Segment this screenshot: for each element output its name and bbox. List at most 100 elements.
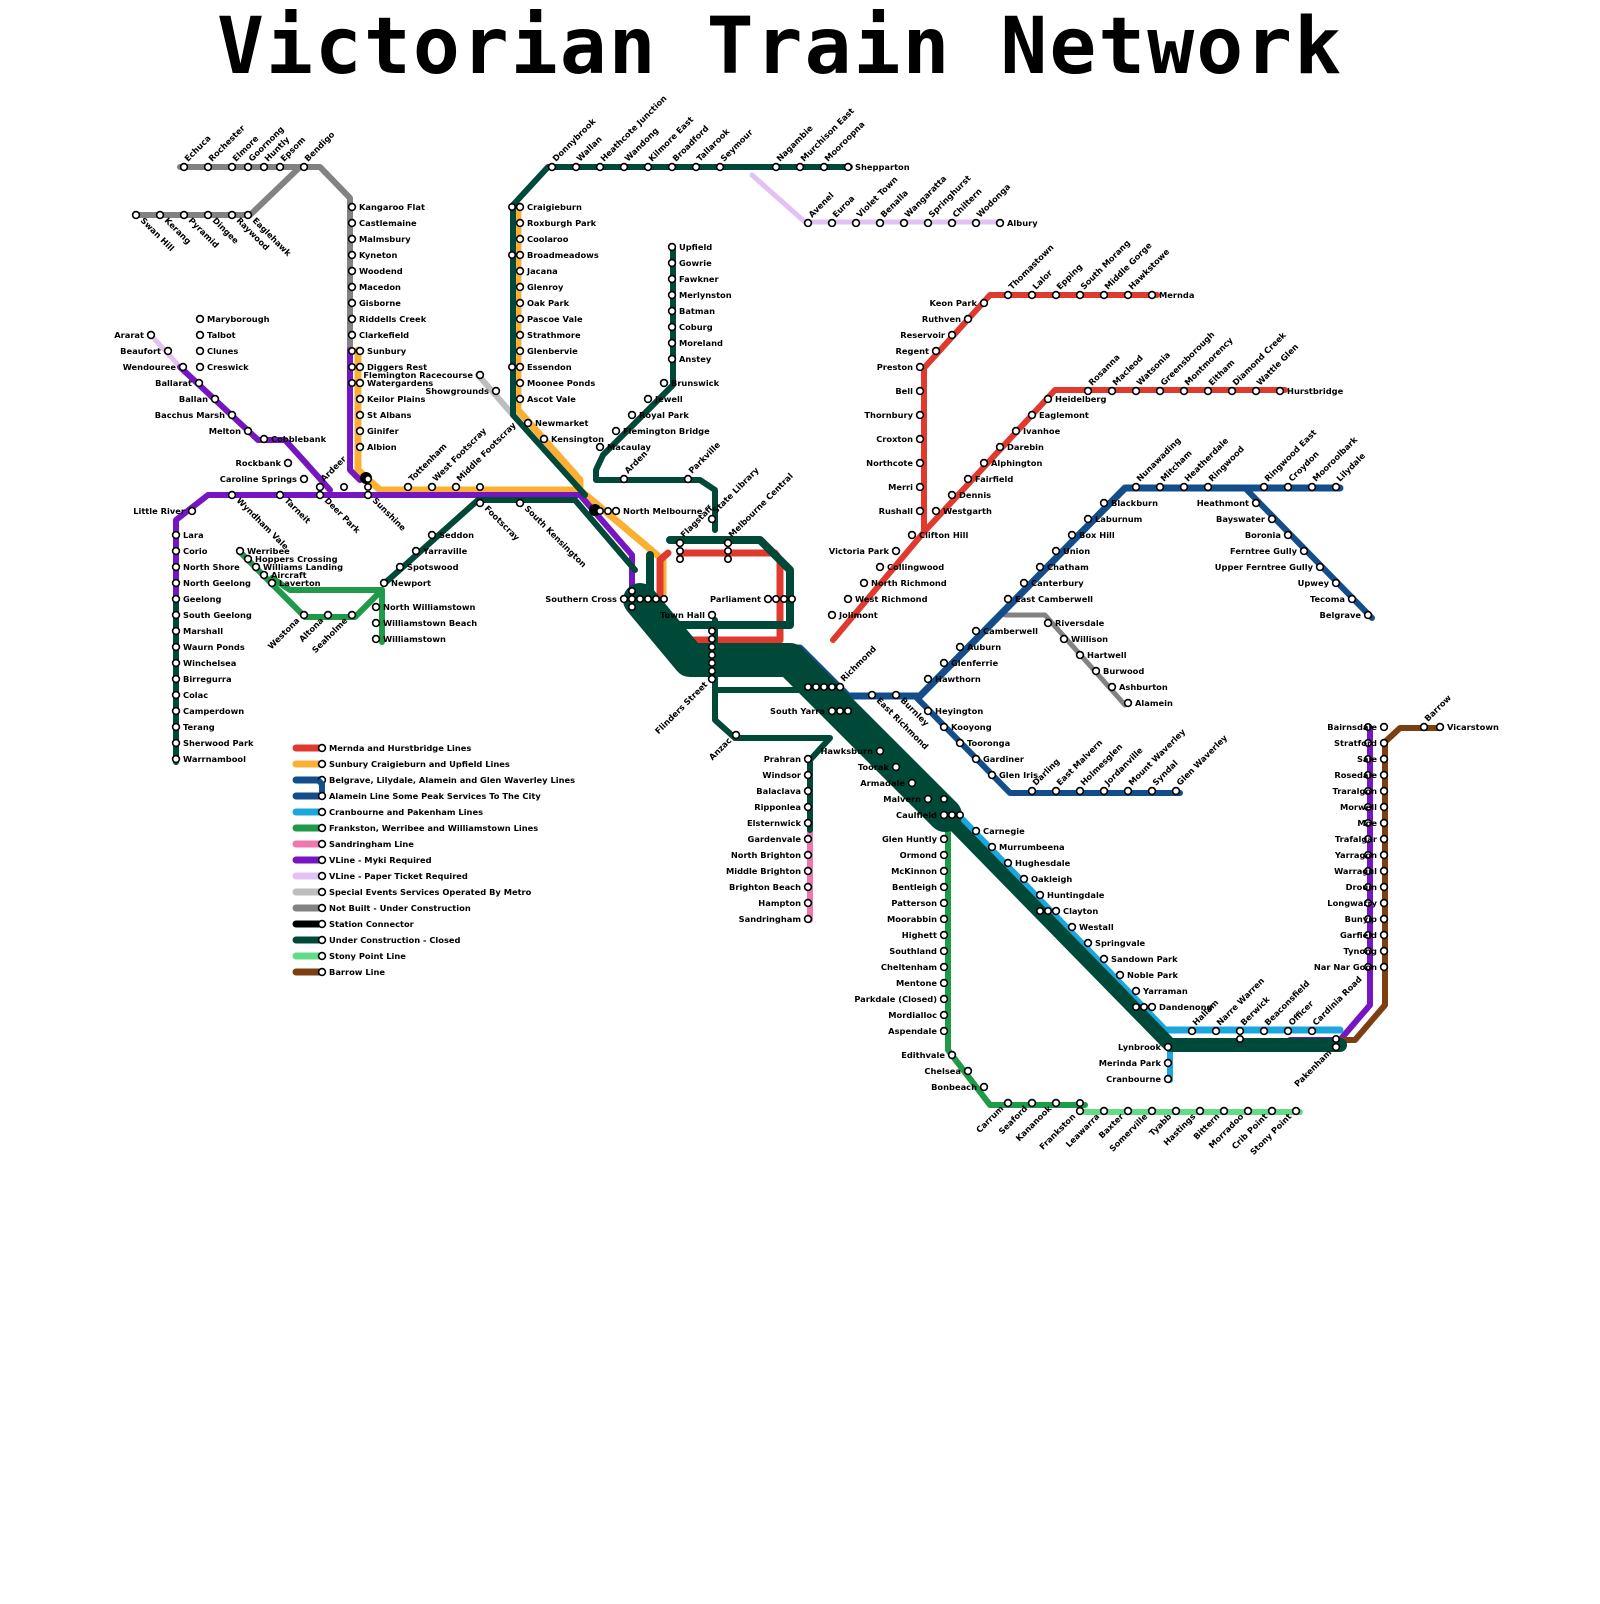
station-broadmeadows[interactable]: Broadmeadows <box>517 250 599 260</box>
station-windsor[interactable]: Windsor <box>762 770 811 780</box>
station-sale[interactable]: Sale <box>1357 754 1387 764</box>
station-merri[interactable]: Merri <box>888 482 923 492</box>
station-williamstown-beach[interactable]: Williamstown Beach <box>373 618 478 628</box>
station-east-camberwell[interactable]: East Camberwell <box>1005 594 1094 604</box>
station-northcote[interactable]: Northcote <box>866 458 923 468</box>
station-newmarket[interactable]: Newmarket <box>525 418 589 428</box>
station-waurn-ponds[interactable]: Waurn Ponds <box>173 642 245 652</box>
station-footscray[interactable]: Footscray <box>477 500 523 543</box>
station-north-brighton[interactable]: North Brighton <box>731 850 812 860</box>
station-vicarstown[interactable]: Vicarstown <box>1437 722 1499 732</box>
station-clayton[interactable]: Clayton <box>1053 906 1099 916</box>
station-springvale[interactable]: Springvale <box>1085 938 1146 948</box>
station-lara[interactable]: Lara <box>173 530 204 540</box>
station-ripponlea[interactable]: Ripponlea <box>754 802 811 812</box>
station-showgrounds[interactable]: Showgrounds <box>425 386 499 396</box>
station-north-geelong[interactable]: North Geelong <box>173 578 251 588</box>
station-cranbourne[interactable]: Cranbourne <box>1106 1074 1171 1084</box>
station-mentone[interactable]: Mentone <box>896 978 947 988</box>
station-west-richmond[interactable]: West Richmond <box>845 594 928 604</box>
station-anzac[interactable]: Anzac <box>707 732 740 762</box>
station-cheltenham[interactable]: Cheltenham <box>881 962 948 972</box>
station-middle-brighton[interactable]: Middle Brighton <box>726 866 811 876</box>
station-camberwell[interactable]: Camberwell <box>973 626 1039 636</box>
station-glen-huntly[interactable]: Glen Huntly <box>882 834 947 844</box>
station-warragul[interactable]: Warragul <box>1334 866 1387 876</box>
station-tynong[interactable]: Tynong <box>1343 946 1387 956</box>
station-hughesdale[interactable]: Hughesdale <box>1005 858 1071 868</box>
station-parkdale-closed[interactable]: Parkdale (Closed) <box>854 994 947 1004</box>
station-merlynston[interactable]: Merlynston <box>669 290 732 300</box>
station-camperdown[interactable]: Camperdown <box>173 706 245 716</box>
station-jacana[interactable]: Jacana <box>517 266 558 276</box>
station-albion[interactable]: Albion <box>357 442 397 452</box>
station-parliament[interactable]: Parliament <box>710 594 771 604</box>
station-westall[interactable]: Westall <box>1069 922 1114 932</box>
station-preston[interactable]: Preston <box>877 362 924 372</box>
station-bairnsdale[interactable]: Bairnsdale <box>1327 722 1387 732</box>
station-rockbank[interactable]: Rockbank <box>236 458 292 468</box>
station-morwell[interactable]: Morwell <box>1340 802 1387 812</box>
station-cobblebank[interactable]: Cobblebank <box>261 434 327 444</box>
station-richmond[interactable]: Richmond <box>837 644 879 691</box>
station-kangaroo-flat[interactable]: Kangaroo Flat <box>349 202 425 212</box>
station-traralgon[interactable]: Traralgon <box>1332 786 1387 796</box>
station-southern-cross[interactable]: Southern Cross <box>545 594 627 604</box>
station-coolaroo[interactable]: Coolaroo <box>517 234 569 244</box>
station-union[interactable]: Union <box>1053 546 1091 556</box>
station-southland[interactable]: Southland <box>889 946 947 956</box>
station-moreland[interactable]: Moreland <box>669 338 723 348</box>
station-patterson[interactable]: Patterson <box>891 898 947 908</box>
station-south-kensington[interactable]: South Kensington <box>517 500 589 570</box>
station-elsternwick[interactable]: Elsternwick <box>747 818 811 828</box>
station-bentleigh[interactable]: Bentleigh <box>892 882 947 892</box>
station-aspendale[interactable]: Aspendale <box>888 1026 947 1036</box>
station-merinda-park[interactable]: Merinda Park <box>1099 1058 1172 1068</box>
station-yarraman[interactable]: Yarraman <box>1133 986 1188 996</box>
station-victoria-park[interactable]: Victoria Park <box>829 546 900 556</box>
station-drouin[interactable]: Drouin <box>1346 882 1388 892</box>
station-gardenvale[interactable]: Gardenvale <box>748 834 812 844</box>
station-shepparton[interactable]: Shepparton <box>845 162 910 172</box>
station-sunbury[interactable]: Sunbury <box>357 346 407 356</box>
station-rosedale[interactable]: Rosedale <box>1334 770 1387 780</box>
station-bunyip[interactable]: Bunyip <box>1345 914 1388 924</box>
station-flinders-street[interactable]: Flinders Street <box>653 676 716 736</box>
station-ararat[interactable]: Ararat <box>114 330 154 340</box>
station-mordialloc[interactable]: Mordialloc <box>888 1010 947 1020</box>
station-fawkner[interactable]: Fawkner <box>669 274 720 284</box>
station-prahran[interactable]: Prahran <box>764 754 812 764</box>
station-macedon[interactable]: Macedon <box>349 282 401 292</box>
station-trafalgar[interactable]: Trafalgar <box>1335 834 1388 844</box>
station-ashburton[interactable]: Ashburton <box>1109 682 1168 692</box>
station-longwarry[interactable]: Longwarry <box>1327 898 1387 908</box>
station-upper-ferntree-gully[interactable]: Upper Ferntree Gully <box>1215 562 1324 572</box>
station-canterbury[interactable]: Canterbury <box>1021 578 1085 588</box>
station-town-hall[interactable]: Town Hall <box>660 610 715 620</box>
station-castlemaine[interactable]: Castlemaine <box>349 218 417 228</box>
station-jolimont[interactable]: Jolimont <box>829 610 878 620</box>
station-huntingdale[interactable]: Huntingdale <box>1037 890 1105 900</box>
station-caroline-springs[interactable]: Caroline Springs <box>220 474 308 484</box>
station-strathmore[interactable]: Strathmore <box>517 330 581 340</box>
station-st-albans[interactable]: St Albans <box>357 410 412 420</box>
station-nar-nar-goon[interactable]: Nar Nar Goon <box>1314 962 1388 972</box>
station-murrumbeena[interactable]: Murrumbeena <box>989 842 1065 852</box>
station-albury[interactable]: Albury <box>997 218 1039 228</box>
station-noble-park[interactable]: Noble Park <box>1117 970 1179 980</box>
station-ormond[interactable]: Ormond <box>900 850 948 860</box>
station-croxton[interactable]: Croxton <box>876 434 923 444</box>
station-heathmont[interactable]: Heathmont <box>1197 498 1260 508</box>
station-mckinnon[interactable]: McKinnon <box>891 866 947 876</box>
station-clarkefield[interactable]: Clarkefield <box>349 330 410 340</box>
station-melbourne-central[interactable]: Melbourne Central <box>725 471 795 547</box>
station-geelong[interactable]: Geelong <box>173 594 222 604</box>
station-moonee-ponds[interactable]: Moonee Ponds <box>517 378 596 388</box>
station-hurstbridge[interactable]: Hurstbridge <box>1277 386 1344 396</box>
station-hampton[interactable]: Hampton <box>758 898 811 908</box>
station-north-melbourne[interactable]: North Melbourne <box>613 506 703 516</box>
station-flemington-bridge[interactable]: Flemington Bridge <box>613 426 710 436</box>
station-bell[interactable]: Bell <box>895 386 923 396</box>
station-sherwood-park[interactable]: Sherwood Park <box>173 738 254 748</box>
station-craigieburn[interactable]: Craigieburn <box>517 202 582 212</box>
